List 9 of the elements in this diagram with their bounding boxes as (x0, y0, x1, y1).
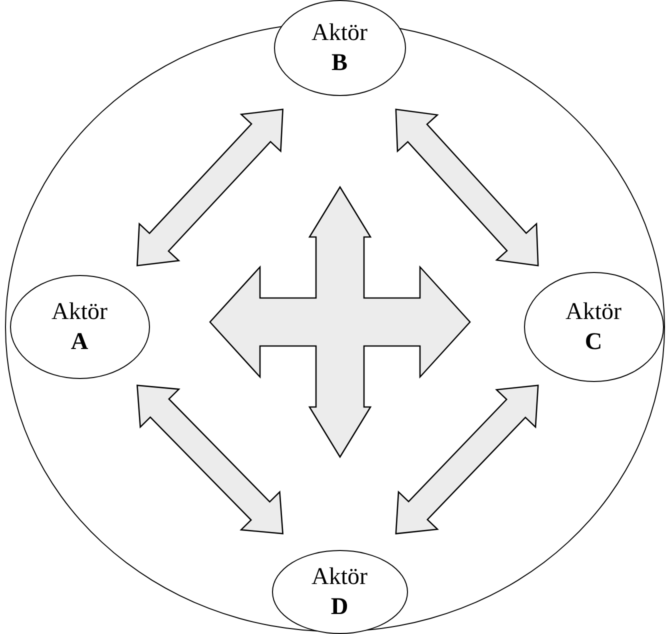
actor-label: Aktör B (310, 18, 368, 78)
double-arrow (395, 384, 539, 534)
actor-label: Aktör D (310, 562, 368, 622)
double-arrow (136, 108, 284, 266)
double-arrow (136, 384, 284, 534)
actor-label: Aktör C (564, 298, 622, 356)
four-way-arrow (209, 186, 471, 458)
actor-label: Aktör A (50, 298, 108, 356)
double-arrow (395, 108, 539, 266)
